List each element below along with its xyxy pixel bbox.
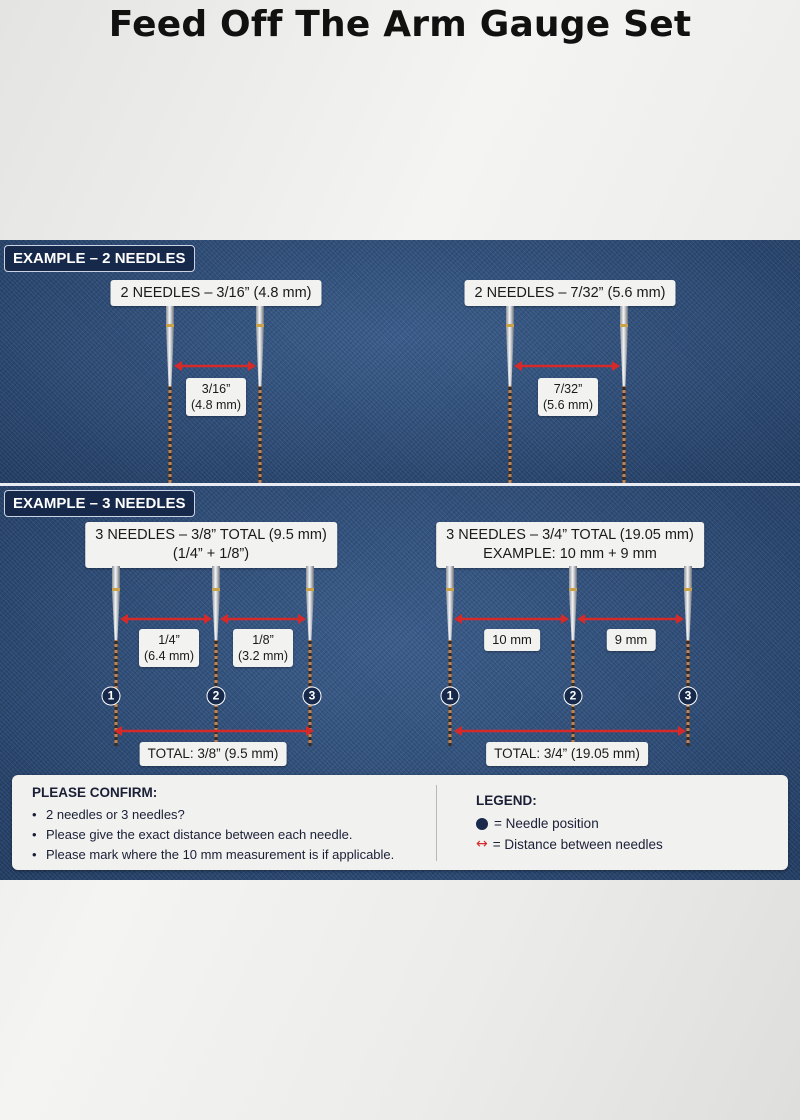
list-item: • Please mark where the 10 mm measurement… — [32, 845, 394, 865]
needle-number-badge: 3 — [678, 686, 698, 706]
legend-needle-text: = Needle position — [494, 816, 599, 831]
confirm-item-text: Please mark where the 10 mm measurement … — [46, 847, 395, 862]
header-line: 3 NEEDLES – 3/4” TOTAL (19.05 mm) — [446, 527, 694, 543]
total-label: TOTAL: 3/4” (19.05 mm) — [486, 742, 648, 766]
distance-fraction: 3/16” — [201, 382, 231, 396]
panel-divider — [0, 483, 800, 486]
list-item: • Please give the exact distance between … — [32, 825, 394, 845]
three-needle-right-header: 3 NEEDLES – 3/4” TOTAL (19.05 mm) EXAMPL… — [436, 522, 704, 568]
distance-arrow — [577, 611, 684, 627]
double-arrow-icon: ↔ — [476, 836, 488, 852]
needle-number-badge: 2 — [563, 686, 583, 706]
box-divider — [436, 785, 437, 861]
needle — [445, 566, 455, 746]
needle-number-badge: 1 — [101, 686, 121, 706]
needle — [505, 306, 515, 483]
needle — [111, 566, 121, 746]
two-needle-right-header: 2 NEEDLES – 7/32” (5.6 mm) — [464, 280, 676, 306]
needle-position-dot-icon — [476, 817, 488, 830]
section-tag-two-needles: EXAMPLE – 2 NEEDLES — [4, 245, 195, 272]
distance-arrow — [454, 611, 569, 627]
distance-arrow — [220, 611, 306, 627]
header-line: EXAMPLE: 10 mm + 9 mm — [483, 546, 657, 562]
legend-distance-row: ↔ = Distance between needles — [476, 834, 663, 855]
gap-label: 10 mm — [484, 629, 540, 651]
needle — [255, 306, 265, 483]
confirm-title: PLEASE CONFIRM: — [32, 785, 158, 800]
confirm-list: • 2 needles or 3 needles? • Please give th… — [32, 805, 394, 865]
legend-distance-text: = Distance between needles — [492, 837, 663, 852]
confirm-item-text: 2 needles or 3 needles? — [46, 807, 185, 822]
total-distance-arrow — [114, 723, 314, 739]
gap-mm: (6.4 mm) — [144, 649, 194, 663]
two-needle-panel: EXAMPLE – 2 NEEDLES 2 NEEDLES – 3/16” (4… — [0, 240, 800, 483]
two-needle-right-distance: 7/32” (5.6 mm) — [538, 378, 598, 416]
header-line: 3 NEEDLES – 3/8” TOTAL (9.5 mm) — [95, 527, 327, 543]
two-needle-left-header: 2 NEEDLES – 3/16” (4.8 mm) — [110, 280, 322, 306]
gap-fraction: 1/4” — [158, 633, 180, 647]
needle — [305, 566, 315, 746]
needle — [165, 306, 175, 483]
needle — [619, 306, 629, 483]
gap-label: 1/8” (3.2 mm) — [233, 629, 293, 667]
gap-fraction: 1/8” — [252, 633, 274, 647]
legend-section: LEGEND: = Needle position ↔ = Distance b… — [476, 793, 663, 855]
distance-fraction: 7/32” — [553, 382, 583, 396]
three-needle-left-header: 3 NEEDLES – 3/8” TOTAL (9.5 mm) (1/4” + … — [85, 522, 337, 568]
needle — [211, 566, 221, 746]
gap-mm: (3.2 mm) — [238, 649, 288, 663]
distance-arrow — [514, 358, 620, 374]
page-title: Feed Off The Arm Gauge Set — [108, 4, 692, 45]
needle-number-badge: 1 — [440, 686, 460, 706]
needle — [568, 566, 578, 746]
gap-label: 9 mm — [606, 629, 656, 651]
legend-needle-row: = Needle position — [476, 813, 663, 834]
bullet: • — [32, 827, 37, 842]
distance-arrow — [174, 358, 256, 374]
distance-mm: (5.6 mm) — [543, 398, 593, 412]
needle-number-badge: 3 — [302, 686, 322, 706]
list-item: • 2 needles or 3 needles? — [32, 805, 394, 825]
bullet: • — [32, 847, 37, 862]
confirmation-box: PLEASE CONFIRM: • 2 needles or 3 needles?… — [12, 775, 788, 870]
confirm-section: PLEASE CONFIRM: • 2 needles or 3 needles?… — [32, 785, 394, 865]
header-line: (1/4” + 1/8”) — [172, 546, 250, 562]
two-needle-left-distance: 3/16” (4.8 mm) — [186, 378, 246, 416]
needle-number-badge: 2 — [206, 686, 226, 706]
distance-mm: (4.8 mm) — [191, 398, 241, 412]
distance-arrow — [120, 611, 212, 627]
confirm-item-text: Please give the exact distance between e… — [46, 827, 353, 842]
bullet: • — [32, 807, 37, 822]
gap-label: 1/4” (6.4 mm) — [139, 629, 199, 667]
needle — [683, 566, 693, 746]
total-distance-arrow — [454, 723, 686, 739]
section-tag-three-needles: EXAMPLE – 3 NEEDLES — [4, 490, 195, 517]
legend-title: LEGEND: — [476, 793, 537, 808]
total-label: TOTAL: 3/8” (9.5 mm) — [139, 742, 287, 766]
